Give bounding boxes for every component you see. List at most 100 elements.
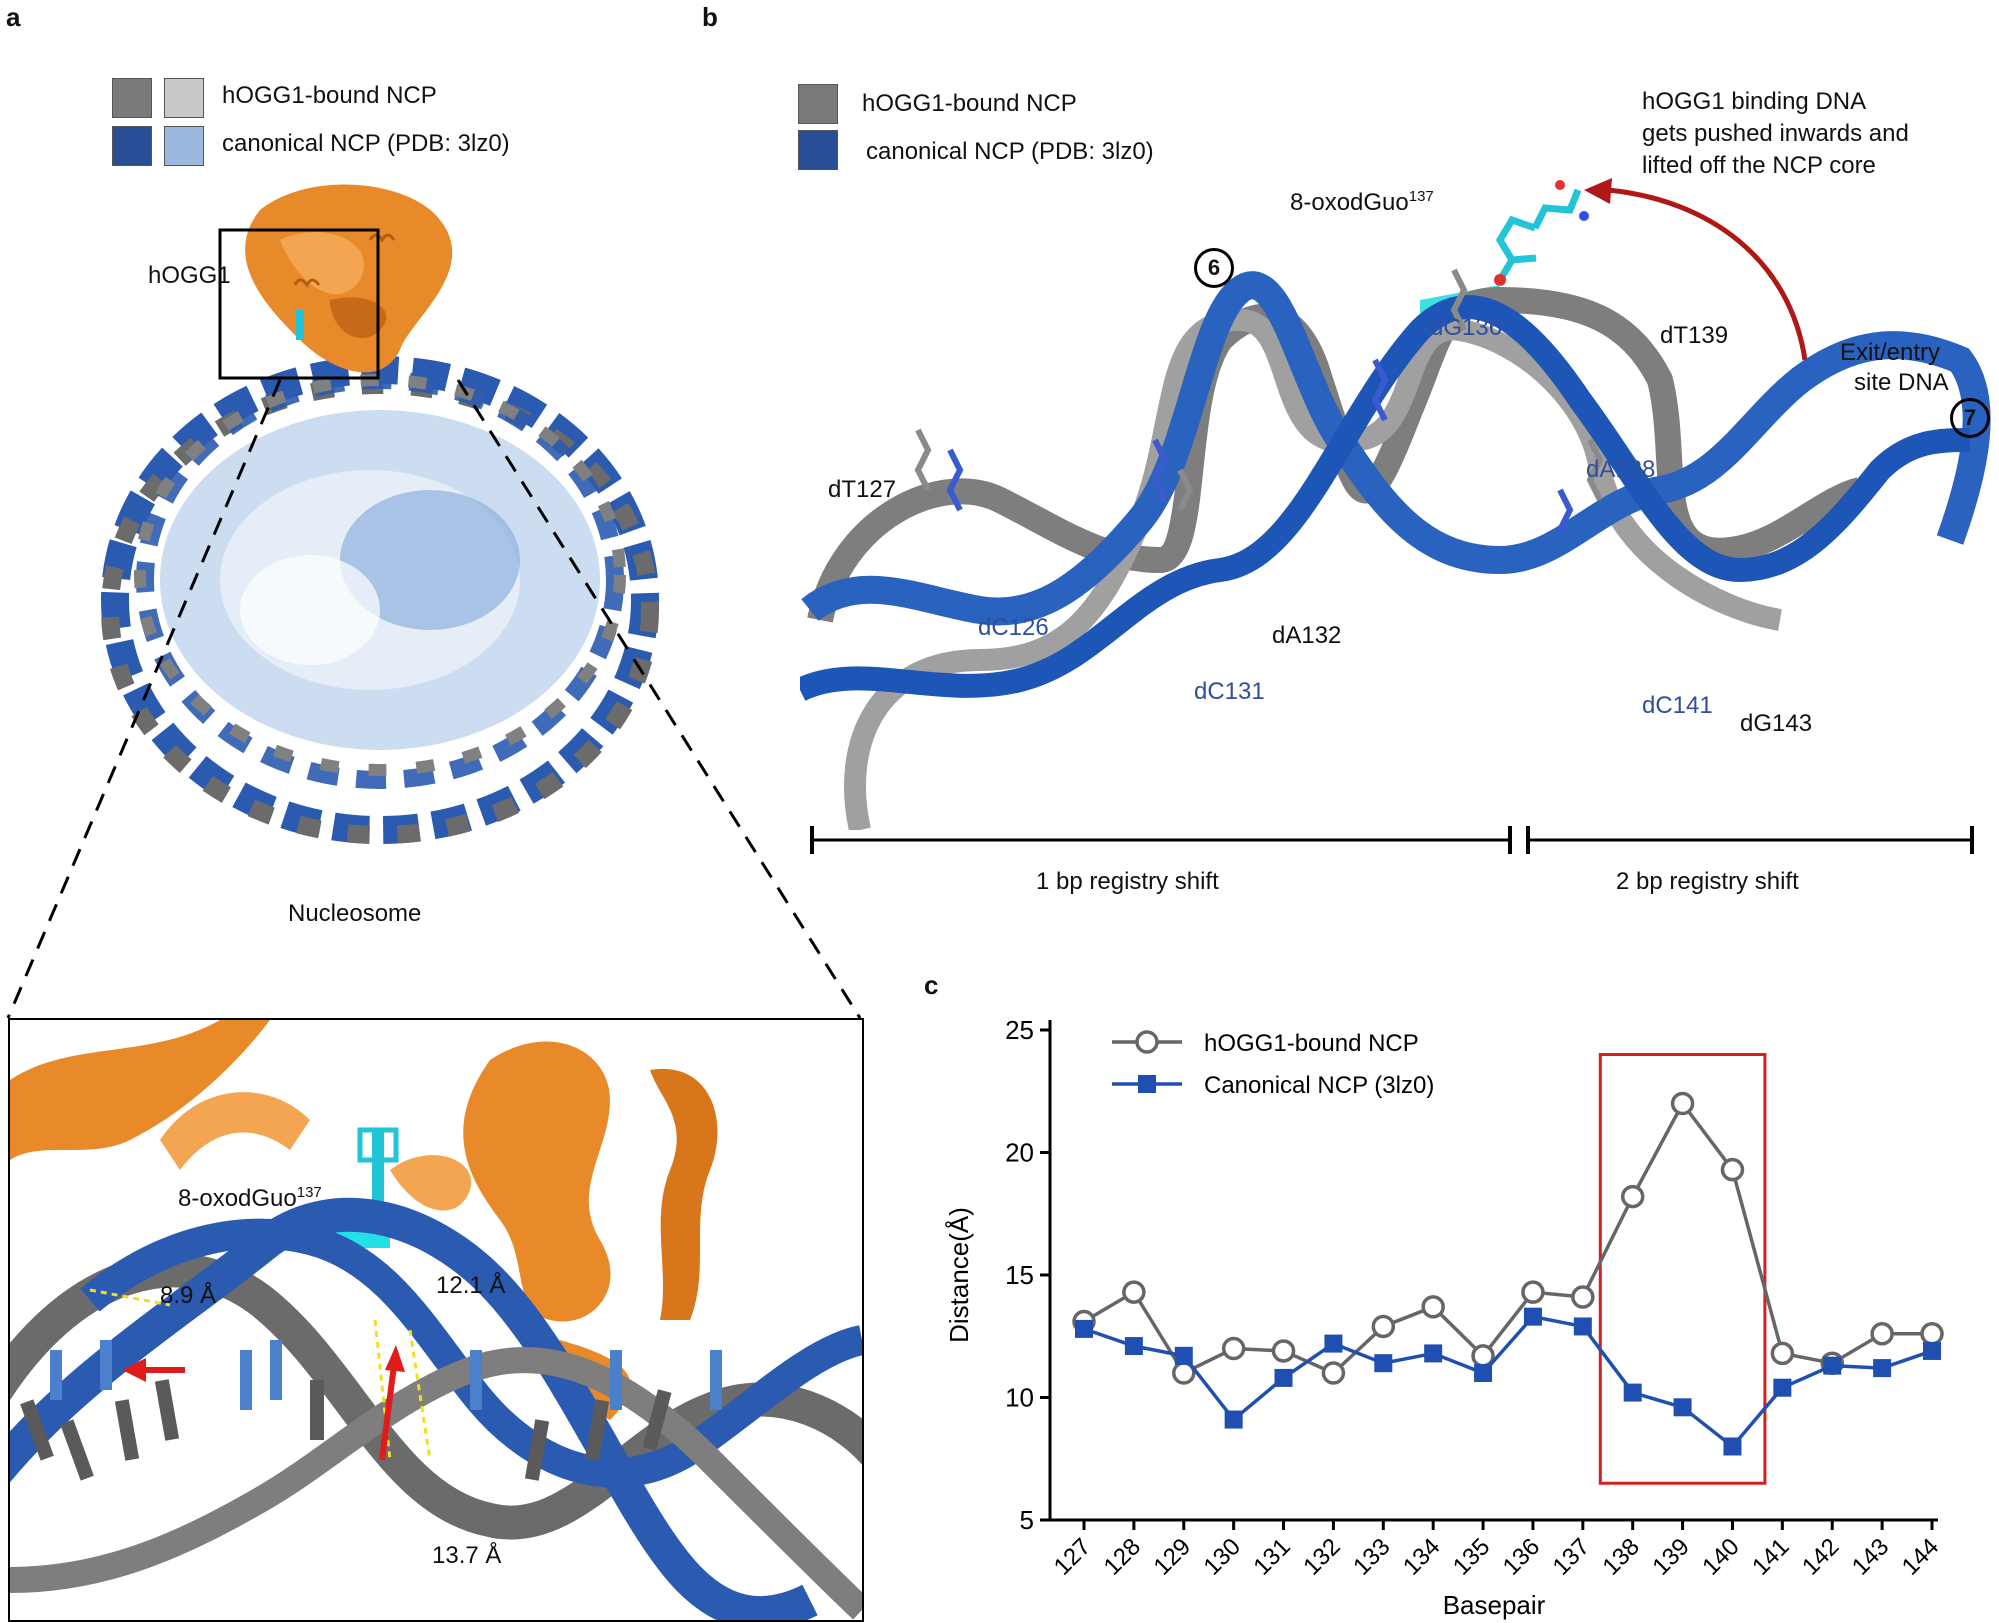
inset-lesion-label: 8-oxodGuo137 (178, 1184, 322, 1213)
data-point-bound (1620, 1184, 1645, 1209)
residue-dT127: dT127 (828, 476, 897, 503)
nucleosome-caption: Nucleosome (288, 900, 422, 927)
data-point-bound (1371, 1314, 1396, 1339)
legend-marker-1 (1138, 1075, 1156, 1093)
data-point-canonical (1124, 1337, 1143, 1356)
b-legend-label-canonical: canonical NCP (PDB: 3lz0) (866, 138, 1154, 165)
distance-label-2: 12.1 Å (436, 1272, 506, 1299)
b-annotation-line-1: hOGG1 binding DNA (1642, 88, 1867, 115)
exit-entry-label: Exit/entry site DNA (1840, 338, 1949, 398)
data-point-canonical (1573, 1317, 1592, 1336)
panel-c-letter: c (924, 970, 939, 1000)
panel-b-letter: b (702, 2, 718, 32)
x-tick-label: 142 (1797, 1533, 1844, 1580)
data-point-canonical (1923, 1341, 1941, 1360)
y-axis-label: Distance(Å) (944, 1207, 974, 1343)
x-tick-label: 131 (1248, 1533, 1295, 1580)
b-annotation-line-3: lifted off the NCP core (1642, 152, 1876, 179)
b-legend-swatch-bound (798, 84, 838, 124)
legend-swatch-canonical-dark (112, 126, 152, 166)
zoom-lines (6, 379, 862, 1019)
b-lesion-text: 8-oxodGuo (1290, 189, 1409, 216)
panel-a-letter: a (6, 2, 21, 32)
data-point-bound (1720, 1157, 1745, 1182)
x-tick-label: 140 (1697, 1533, 1744, 1580)
x-tick-label: 133 (1348, 1533, 1395, 1580)
marker-7: 7 (1950, 398, 1990, 438)
data-point-canonical (1823, 1356, 1842, 1375)
x-tick-label: 130 (1198, 1533, 1245, 1580)
series-line-1 (1083, 1314, 1933, 1449)
data-point-canonical (1224, 1410, 1243, 1429)
x-tick-label: 138 (1598, 1533, 1645, 1580)
data-point-bound (1670, 1091, 1695, 1116)
exit-entry-line-1: Exit/entry (1840, 339, 1941, 366)
distance-label-1: 8.9 Å (160, 1282, 217, 1309)
data-point-canonical (1723, 1437, 1742, 1456)
x-tick-label: 127 (1049, 1533, 1096, 1580)
highlight-box (1598, 1053, 1767, 1485)
data-point-bound (1770, 1341, 1795, 1366)
legend-label-1: Canonical NCP (3lz0) (1204, 1072, 1434, 1099)
legend-swatch-bound-light (164, 78, 204, 118)
x-tick-label: 139 (1647, 1533, 1694, 1580)
x-tick-label: 144 (1897, 1533, 1944, 1580)
data-point-canonical (1474, 1364, 1493, 1382)
y-tick-label: 10 (1005, 1383, 1034, 1413)
b-legend-label-bound: hOGG1-bound NCP (862, 90, 1077, 117)
series-line-0 (1083, 1100, 1932, 1376)
legend-swatch-canonical-light (164, 126, 204, 166)
inset-structure (10, 1020, 862, 1620)
x-tick-label: 137 (1548, 1533, 1595, 1580)
data-point-bound (1521, 1280, 1545, 1304)
shift-label-1: 1 bp registry shift (1036, 868, 1219, 895)
residue-dC141: dC141 (1642, 692, 1713, 719)
data-point-bound (1321, 1361, 1346, 1385)
legend-swatch-bound-dark (112, 78, 152, 118)
panel-b-structure (800, 178, 1991, 830)
data-point-canonical (1873, 1359, 1892, 1378)
data-point-canonical (1523, 1307, 1542, 1326)
residue-dA132: dA132 (1272, 622, 1342, 649)
data-point-bound (1920, 1322, 1944, 1346)
data-point-bound (1571, 1285, 1595, 1309)
data-point-canonical (1673, 1398, 1692, 1417)
inset-lesion-sup: 137 (296, 1184, 322, 1201)
x-axis-label: Basepair (1443, 1590, 1546, 1620)
x-tick-label: 136 (1498, 1533, 1545, 1580)
data-point-canonical (1075, 1319, 1093, 1338)
data-point-canonical (1773, 1378, 1792, 1397)
data-point-canonical (1174, 1346, 1193, 1365)
legend-label-0: hOGG1-bound NCP (1204, 1030, 1419, 1057)
nucleosome-structure (101, 184, 659, 844)
residue-dA138: dA138 (1586, 456, 1656, 483)
x-tick-label: 134 (1398, 1533, 1445, 1580)
data-point-canonical (1274, 1368, 1293, 1387)
y-tick-label: 15 (1005, 1260, 1034, 1290)
data-point-bound (1122, 1280, 1146, 1304)
x-tick-label: 129 (1149, 1533, 1196, 1580)
data-point-bound (1870, 1322, 1894, 1346)
legend-marker-0 (1135, 1030, 1159, 1054)
data-point-canonical (1623, 1383, 1642, 1402)
residue-dG143: dG143 (1740, 710, 1813, 737)
y-tick-label: 20 (1005, 1138, 1034, 1168)
data-point-canonical (1374, 1354, 1393, 1373)
b-legend-swatch-canonical (798, 130, 838, 170)
marker-6: 6 (1194, 248, 1234, 288)
data-point-canonical (1424, 1344, 1443, 1363)
zoom-inset: 8-oxodGuo137 8.9 Å 12.1 Å 13.7 Å (8, 1018, 864, 1622)
hogg1-label: hOGG1 (148, 262, 231, 289)
residue-dG136: dG136 (1430, 314, 1503, 341)
distance-label-3: 13.7 Å (432, 1542, 502, 1569)
data-point-canonical (1324, 1334, 1343, 1353)
registry-shift-bars (810, 826, 1974, 854)
legend-label-canonical: canonical NCP (PDB: 3lz0) (222, 130, 510, 157)
inset-lesion-text: 8-oxodGuo (178, 1185, 297, 1212)
data-point-bound (1221, 1336, 1246, 1361)
x-tick-label: 135 (1448, 1533, 1495, 1580)
residue-dC131: dC131 (1194, 678, 1265, 705)
y-tick-label: 25 (1005, 1015, 1034, 1045)
residue-dT139: dT139 (1660, 322, 1729, 349)
